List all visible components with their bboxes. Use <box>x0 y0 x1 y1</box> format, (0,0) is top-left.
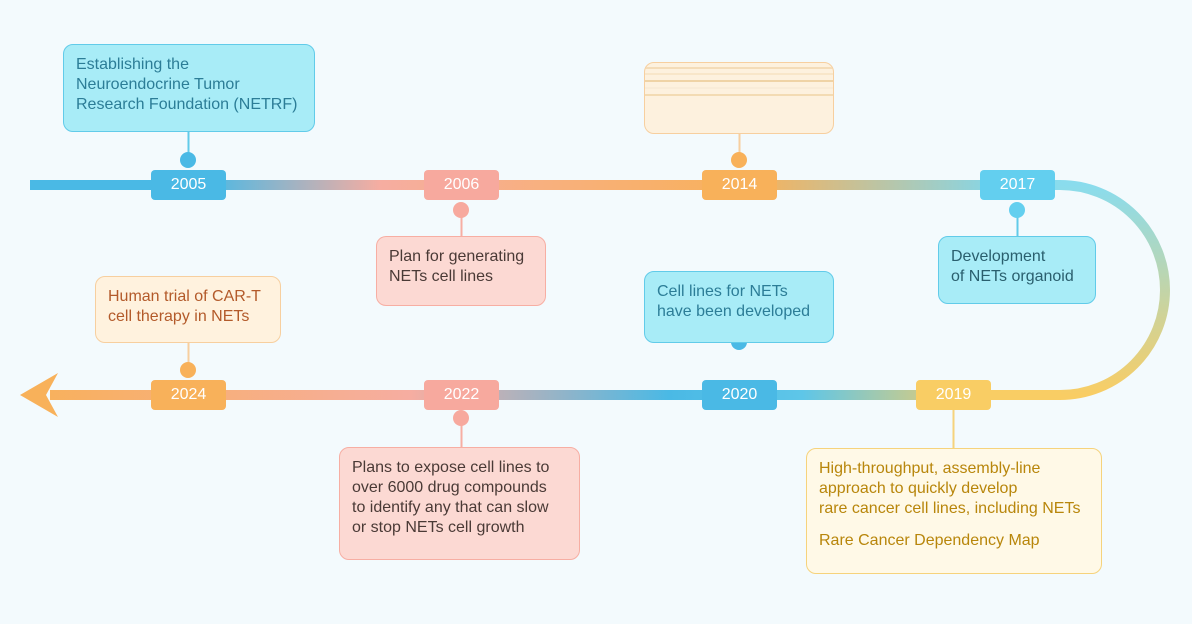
event-text-line: approach to quickly develop <box>819 480 1018 497</box>
event-box-2019: High-throughput, assembly-line approach t… <box>806 448 1102 574</box>
image-stripe <box>645 94 833 96</box>
image-stripe <box>645 80 833 82</box>
event-text-line: Neuroendocrine Tumor <box>76 76 240 93</box>
event-text-line: Cell lines for NETs <box>657 283 788 300</box>
event-text-line: Plan for generating <box>389 248 525 265</box>
event-image-2014 <box>644 62 834 134</box>
event-text-line: over 6000 drug compounds <box>352 479 547 496</box>
year-badge-2020: 2020 <box>702 380 777 410</box>
event-text-line: cell therapy in NETs <box>108 308 250 325</box>
year-badge-2019: 2019 <box>916 380 991 410</box>
connectors <box>180 126 1025 450</box>
year-badge-2022: 2022 <box>424 380 499 410</box>
connector-dot-2014 <box>731 152 747 168</box>
event-text-line: rare cancer cell lines, including NETs <box>819 500 1081 517</box>
event-box-2017: Development of NETs organoid <box>938 236 1096 304</box>
event-text-line: Development <box>951 248 1046 265</box>
event-text-line: Human trial of CAR-T <box>108 288 261 305</box>
event-text-line: to identify any that can slow <box>352 499 549 516</box>
connector-dot-2024 <box>180 362 196 378</box>
year-badge-2005: 2005 <box>151 170 226 200</box>
event-text-line: Plans to expose cell lines to <box>352 459 550 476</box>
year-badge-2006: 2006 <box>424 170 499 200</box>
connector-dot-2006 <box>453 202 469 218</box>
event-text-line: High-throughput, assembly-line <box>819 460 1041 477</box>
image-stripe <box>645 87 833 89</box>
image-stripe <box>645 73 833 75</box>
event-box-2022: Plans to expose cell lines to over 6000 d… <box>339 447 580 560</box>
year-badge-2014: 2014 <box>702 170 777 200</box>
event-text-line: of NETs organoid <box>951 268 1074 285</box>
event-text-line: or stop NETs cell growth <box>352 519 525 536</box>
connector-dot-2017 <box>1009 202 1025 218</box>
year-badge-2017: 2017 <box>980 170 1055 200</box>
year-badge-2024: 2024 <box>151 380 226 410</box>
connector-dot-2005 <box>180 152 196 168</box>
event-text-line: Research Foundation (NETRF) <box>76 96 298 113</box>
event-text-line: NETs cell lines <box>389 268 494 285</box>
event-box-2020: Cell lines for NETs have been developed <box>644 271 834 343</box>
event-text-line: Establishing the <box>76 56 189 73</box>
event-extra-text: Rare Cancer Dependency Map <box>819 532 1040 549</box>
event-box-2024: Human trial of CAR-T cell therapy in NETs <box>95 276 281 343</box>
track-curve <box>1059 180 1170 400</box>
connector-dot-2022 <box>453 410 469 426</box>
event-text-line: have been developed <box>657 303 811 320</box>
track-arrowhead <box>20 373 58 417</box>
image-stripe <box>645 67 833 69</box>
